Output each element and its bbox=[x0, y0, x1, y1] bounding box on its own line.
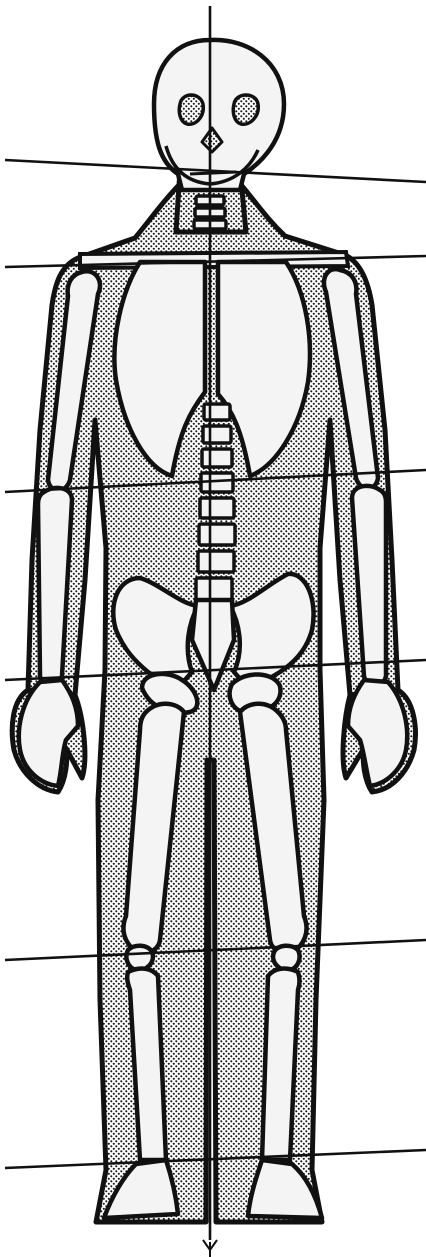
cranium bbox=[154, 40, 284, 190]
spine-vertebra bbox=[204, 404, 230, 420]
skull bbox=[154, 40, 284, 190]
left-eye-socket bbox=[179, 95, 203, 124]
spine-vertebra bbox=[200, 498, 234, 518]
spine-vertebra bbox=[198, 551, 234, 572]
spine bbox=[196, 404, 235, 600]
right-hand bbox=[348, 680, 407, 786]
spine-vertebra bbox=[196, 578, 232, 600]
spine-vertebra bbox=[203, 426, 231, 443]
right-eye-socket bbox=[233, 95, 258, 124]
left-hand bbox=[19, 680, 78, 786]
spine-vertebra bbox=[199, 524, 235, 545]
bottom-arrow-mark bbox=[203, 1240, 217, 1257]
spine-vertebra bbox=[202, 449, 232, 467]
